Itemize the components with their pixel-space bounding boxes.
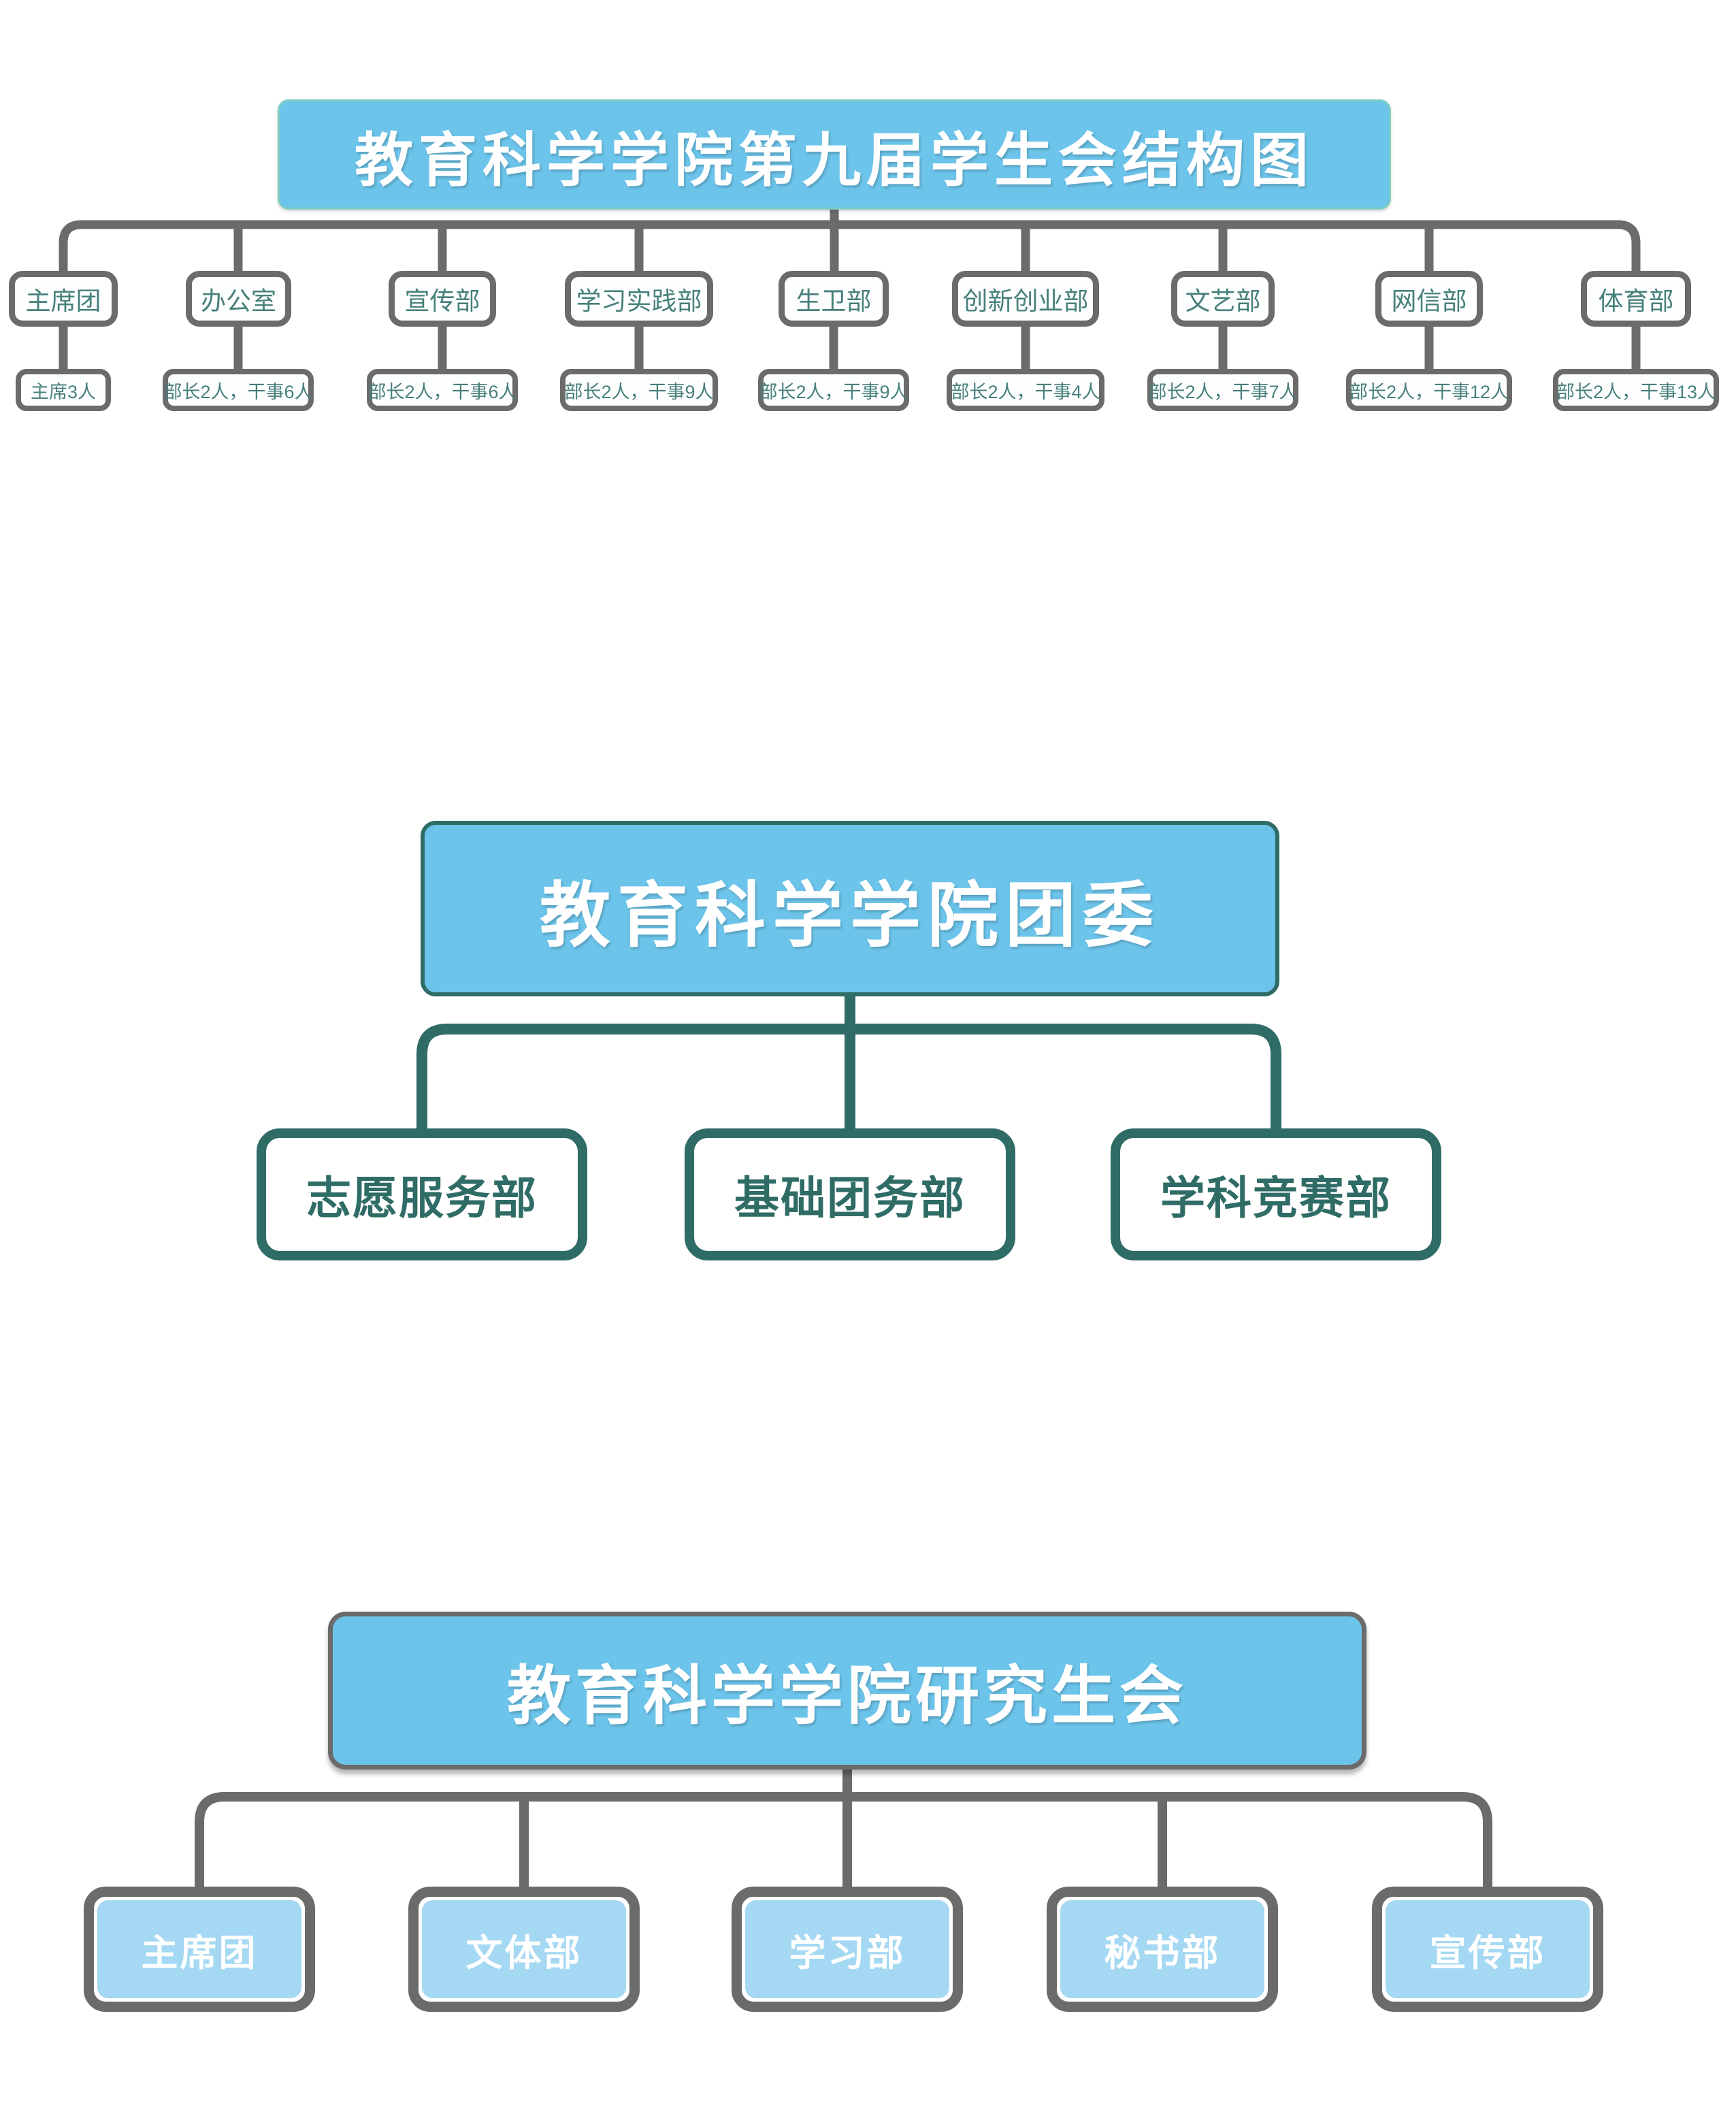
su-dept-node-0: 主席团 (9, 271, 118, 327)
su-members-node-5: 部长2人，干事4人 (947, 369, 1104, 411)
gu-dept-node-4: 宣传部 (1372, 1887, 1603, 2012)
su-members-node-8: 部长2人，干事13人 (1553, 369, 1719, 411)
su-dept-node-4: 生卫部 (779, 271, 889, 327)
gu-dept-node-1: 文体部 (408, 1887, 640, 2012)
yl-dept-node-0: 志愿服务部 (257, 1128, 587, 1260)
su-members-node-4: 部长2人，干事9人 (758, 369, 909, 411)
gu-dept-node-0: 主席团 (84, 1887, 315, 2012)
su-dept-node-7: 网信部 (1375, 271, 1483, 327)
su-dept-node-6: 文艺部 (1171, 271, 1275, 327)
su-dept-node-3: 学习实践部 (565, 271, 713, 327)
gu-dept-label-0: 主席团 (97, 1900, 301, 1998)
su-dept-node-8: 体育部 (1581, 271, 1691, 327)
yl-dept-node-1: 基础团务部 (685, 1128, 1015, 1260)
gu-dept-node-2: 学习部 (732, 1887, 963, 2012)
su-dept-node-2: 宣传部 (389, 271, 496, 327)
student-union-title: 教育科学学院第九届学生会结构图 (278, 99, 1391, 210)
youth-league-title: 教育科学学院团委 (421, 821, 1279, 996)
su-members-node-3: 部长2人，干事9人 (560, 369, 718, 411)
su-members-node-7: 部长2人，干事12人 (1346, 369, 1512, 411)
gu-dept-label-4: 宣传部 (1386, 1900, 1590, 1998)
su-members-node-2: 部长2人，干事6人 (367, 369, 518, 411)
su-dept-node-1: 办公室 (186, 271, 291, 327)
su-members-node-6: 部长2人，干事7人 (1147, 369, 1298, 411)
gu-dept-label-3: 秘书部 (1060, 1900, 1264, 1998)
graduate-union-title: 教育科学学院研究生会 (328, 1612, 1366, 1770)
su-dept-node-5: 创新创业部 (952, 271, 1099, 327)
su-members-node-1: 部长2人，干事6人 (163, 369, 314, 411)
su-members-node-0: 主席3人 (16, 369, 111, 411)
gu-dept-label-1: 文体部 (422, 1900, 626, 1998)
gu-dept-label-2: 学习部 (745, 1900, 949, 1998)
yl-dept-node-2: 学科竞赛部 (1111, 1128, 1441, 1260)
gu-dept-node-3: 秘书部 (1047, 1887, 1278, 2012)
